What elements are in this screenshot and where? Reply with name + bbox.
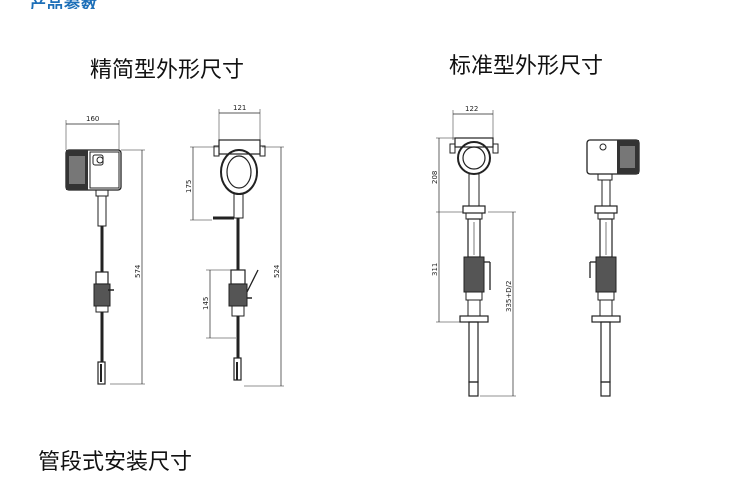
dim-compact-lower-height: 145 [202, 297, 210, 310]
dim-standard-head-height: 208 [431, 171, 439, 184]
standard-front-view: 122 208 311 335+D/2 [431, 105, 516, 397]
standard-type-title: 标准型外形尺寸 [449, 54, 604, 79]
header-banner: 产品参数 [0, 0, 120, 9]
dim-compact-side-width: 160 [86, 115, 99, 123]
pipe-section-title: 管段式安装尺寸 [38, 450, 193, 475]
header-banner-text: 产品参数 [30, 0, 98, 9]
dim-compact-front-width: 121 [233, 104, 246, 112]
compact-front-view: 121 175 145 524 [185, 104, 284, 387]
standard-side-view [586, 139, 640, 397]
dim-standard-width: 122 [465, 105, 478, 113]
dim-standard-insert-length: 335+D/2 [505, 281, 513, 312]
dim-compact-side-length: 574 [134, 264, 142, 278]
dim-standard-mid-height: 311 [431, 263, 439, 276]
compact-type-title: 精简型外形尺寸 [90, 58, 245, 83]
compact-side-view: 160 574 [65, 115, 145, 385]
dim-compact-front-length: 524 [273, 264, 281, 278]
dim-compact-head-height: 175 [185, 180, 193, 193]
